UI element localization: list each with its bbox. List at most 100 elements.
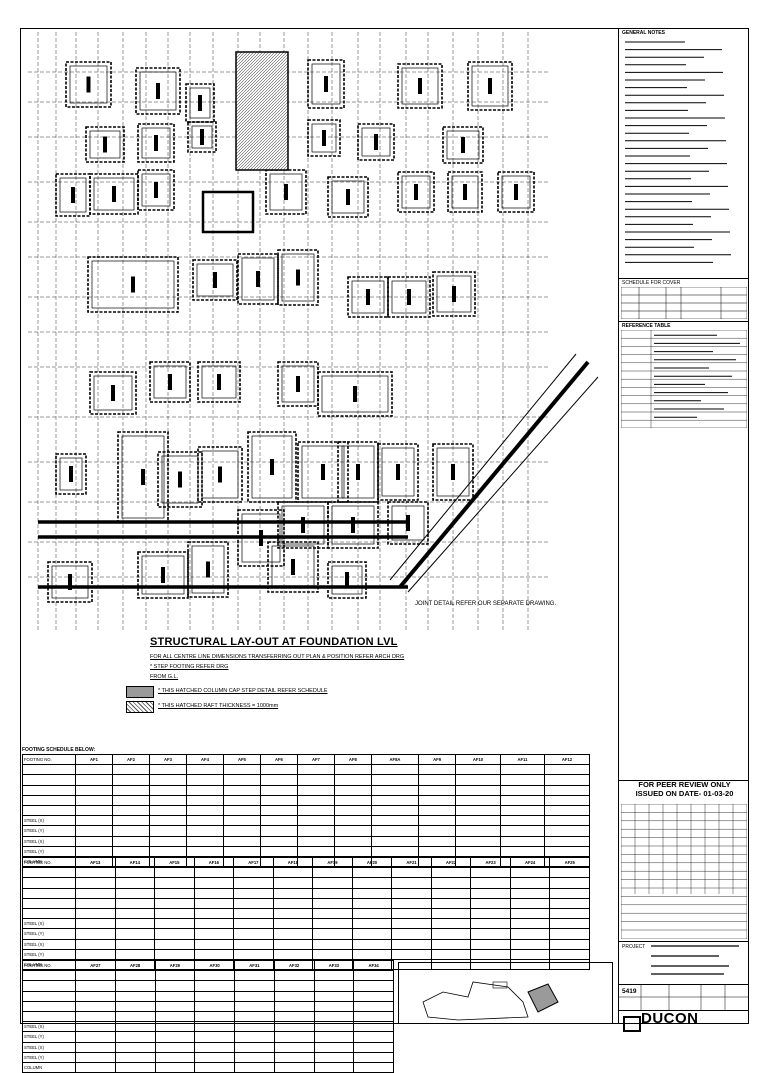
schedule-cell: [312, 918, 353, 930]
schedule-cell: [313, 970, 355, 982]
schedule-cell: [259, 804, 298, 817]
schedule-cell: [114, 938, 156, 950]
footing-33: [55, 453, 87, 495]
schedule-cell: [549, 938, 590, 950]
schedule-row-label: STEEL (X): [22, 835, 76, 847]
schedule-cell: [222, 835, 261, 847]
schedule-cell: AF4: [185, 753, 224, 766]
schedule-cell: [296, 764, 335, 776]
schedule-cell: [75, 948, 116, 960]
schedule-cell: [549, 918, 590, 930]
schedule-cell: [193, 948, 235, 960]
schedule-cell: [75, 980, 116, 992]
schedule-cell: [391, 877, 432, 889]
schedule-cell: [296, 804, 335, 817]
schedule-cell: [75, 928, 116, 940]
schedule-cell: [114, 990, 156, 1002]
lift-pit: [201, 190, 255, 234]
schedule-cell: AF9: [418, 753, 457, 766]
schedule-cell: [418, 784, 457, 796]
schedule-cell: [75, 970, 116, 982]
schedule-cell: [233, 897, 274, 909]
schedule-row-label: COLUMN: [22, 1061, 76, 1073]
schedule-cell: AF10: [455, 753, 501, 766]
schedule-cell: [154, 990, 196, 1002]
schedule-cell: [509, 867, 551, 879]
schedule-cell: [313, 1021, 355, 1033]
schedule-cell: [114, 918, 156, 930]
schedule-cell: AF23: [470, 856, 511, 869]
schedule-cell: [391, 918, 432, 930]
schedule-cell: [273, 980, 315, 992]
schedule-cell: [75, 907, 116, 920]
schedule-cell: AF18: [272, 856, 314, 869]
schedule-cell: [509, 877, 551, 889]
footing-36: [197, 446, 243, 503]
schedule-cell: AF13: [75, 856, 116, 869]
schedule-cell: [296, 845, 335, 857]
schedule-cell: [148, 815, 187, 827]
schedule-cell: [549, 877, 590, 889]
schedule-cell: AF34: [353, 959, 394, 972]
schedule-cell: [455, 835, 501, 847]
schedule-row-label: [22, 1000, 76, 1012]
schedule-row-label: [22, 980, 76, 992]
schedule-cell: [470, 918, 511, 930]
schedule-cell: [313, 990, 355, 1002]
schedule-cell: [194, 990, 235, 1002]
schedule-cell: [75, 1010, 116, 1023]
schedule-cell: [111, 764, 150, 776]
schedule-cell: [353, 1031, 394, 1043]
schedule-row-label: [22, 794, 76, 806]
schedule-row-label: [22, 764, 76, 776]
schedule-cell: [296, 815, 335, 827]
schedule-cell: [154, 1041, 196, 1053]
footing-50: [327, 561, 367, 599]
schedule-cell: [148, 835, 187, 847]
schedule-cell: [351, 877, 393, 889]
schedule-cell: [391, 887, 432, 899]
footing-22: [192, 259, 238, 301]
schedule-cell: [193, 918, 235, 930]
key-plan: [398, 962, 613, 1024]
schedule-cell: [430, 867, 472, 879]
schedule-cell: [509, 897, 551, 909]
footing-43: [277, 501, 329, 549]
issued-date-text: ISSUED ON DATE- 01-03-20: [635, 789, 734, 798]
schedule-cell: AF17: [233, 856, 274, 869]
schedule-row-label: [22, 774, 76, 786]
schedule-row-label: [22, 1010, 76, 1023]
schedule-cell: AF5: [222, 753, 261, 766]
schedule-cell: AF25: [549, 856, 590, 869]
schedule-cell: [333, 835, 372, 847]
schedule-cell: [259, 764, 298, 776]
schedule-row-label: [22, 897, 76, 909]
footing-16: [265, 169, 307, 215]
schedule-cell: [194, 1010, 235, 1023]
schedule-cell: [544, 845, 590, 857]
schedule-cell: [154, 918, 195, 930]
footing-3: [185, 83, 215, 123]
schedule-cell: [154, 907, 195, 920]
schedule-cell: [114, 948, 156, 960]
schedule-cell: [222, 825, 261, 837]
schedule-cell: [234, 1061, 275, 1073]
schedule-cell: [222, 774, 261, 786]
schedule-cell: [509, 887, 551, 899]
footing-11: [357, 123, 395, 161]
schedule-cell: [296, 794, 335, 806]
schedule-cell: [353, 1010, 394, 1023]
schedule-cell: [312, 948, 353, 960]
schedule-cell: [312, 877, 353, 889]
schedule-cell: [351, 928, 393, 940]
title-block: GENERAL NOTES SCHEDULE FOR COVER REFEREN…: [618, 28, 749, 1032]
project-label: PROJECT: [622, 944, 646, 950]
schedule-row-label: [22, 887, 76, 899]
schedule-cell: [154, 1000, 196, 1012]
schedule-cell: [313, 1000, 355, 1012]
schedule-cell: [194, 970, 235, 982]
legend-note-solid: * THIS HATCHED COLUMN CAP STEP DETAIL RE…: [158, 688, 328, 694]
footing-30: [197, 361, 241, 403]
schedule-cell: [148, 845, 187, 857]
